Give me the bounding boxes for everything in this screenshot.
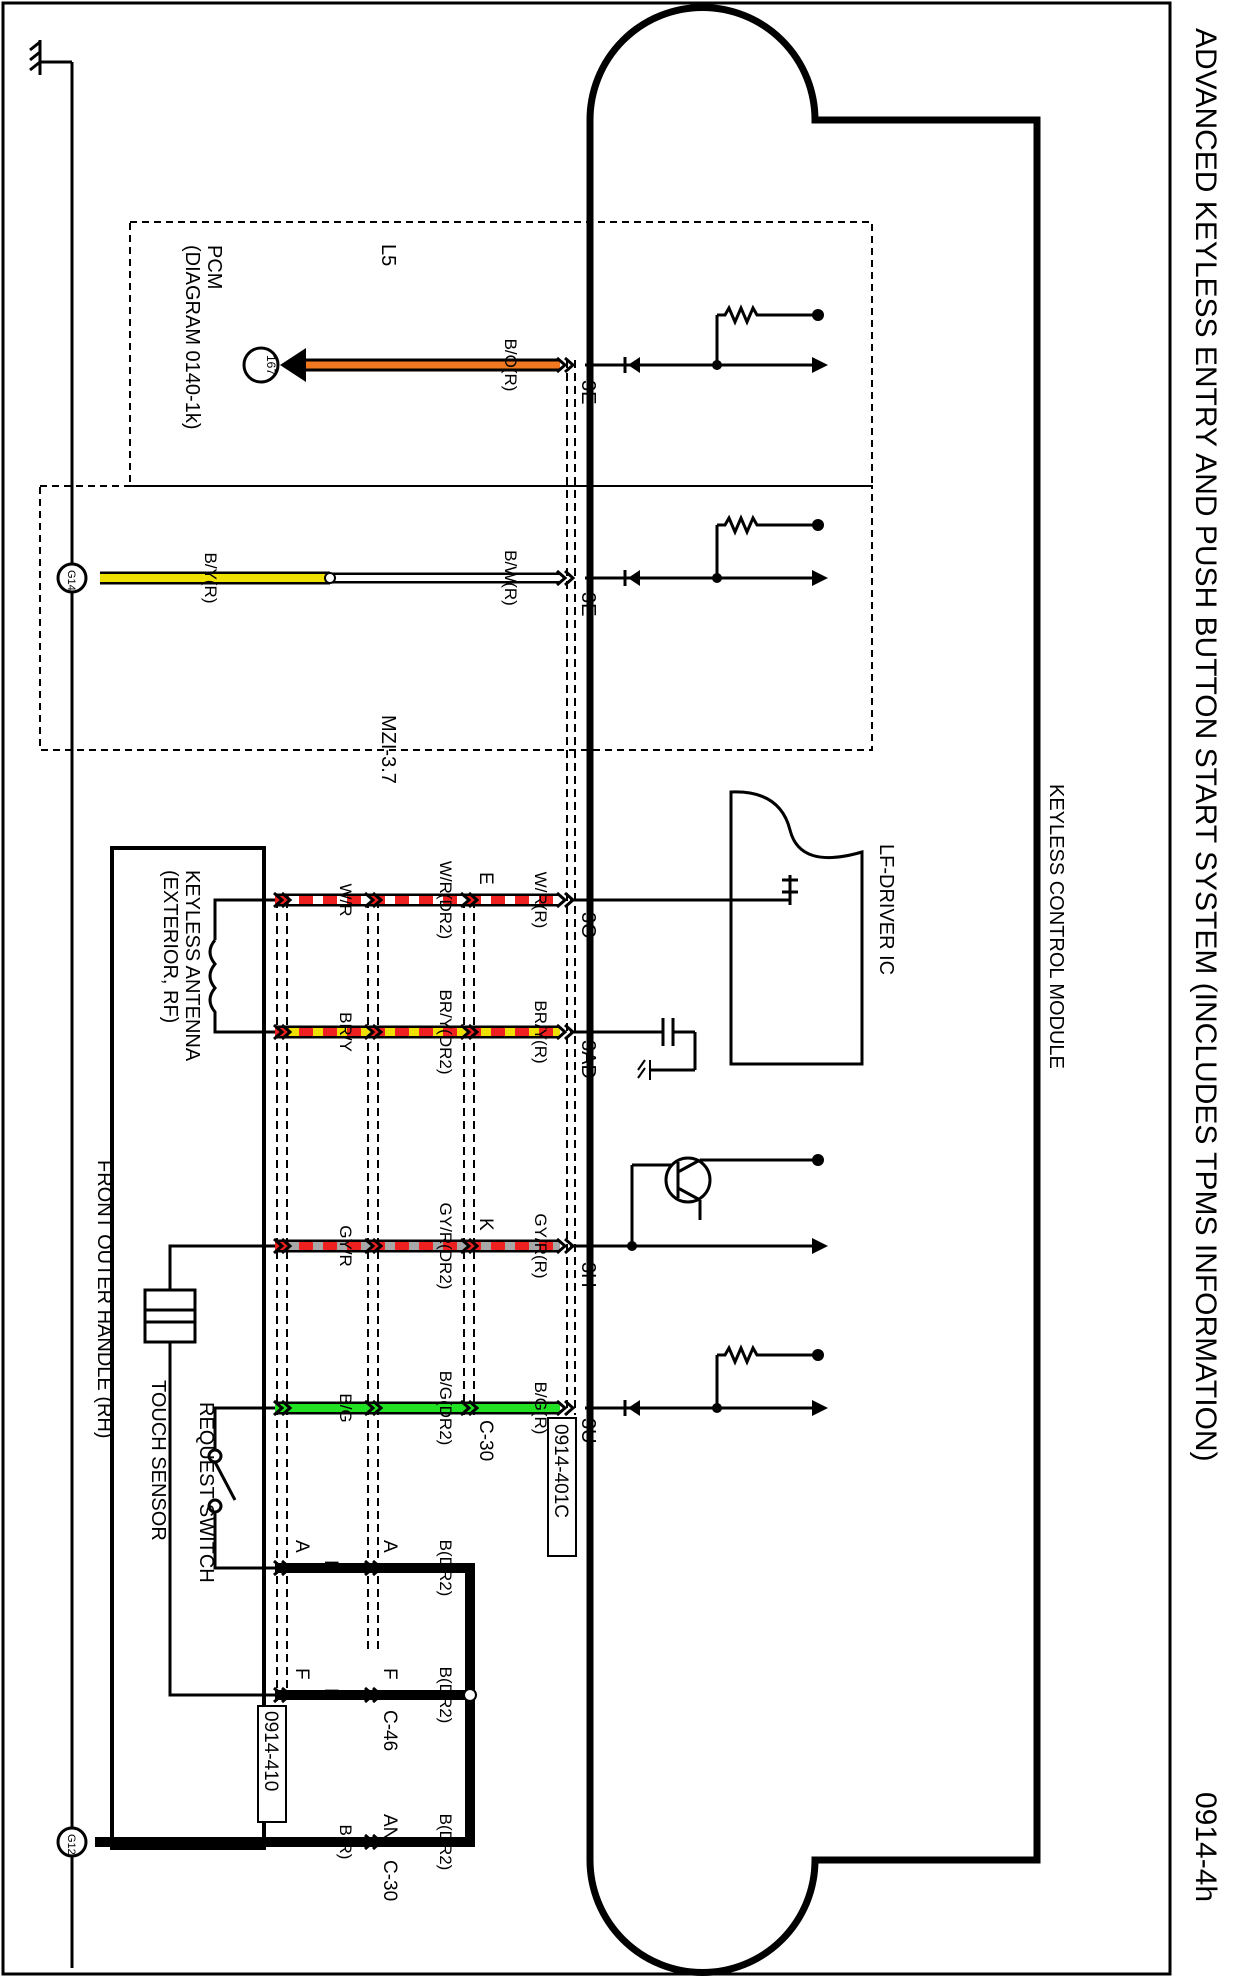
label-bry-dr2: BR/Y(DR2) xyxy=(436,989,455,1074)
connector-c46: C-46 xyxy=(379,1710,400,1751)
label-b-dr2-1: B(DR2) xyxy=(436,1540,455,1597)
label-wr-r: W/R(R) xyxy=(531,872,550,929)
pin-3ad: 3AD xyxy=(577,1040,599,1079)
lf-driver-ic-outline xyxy=(729,790,864,1066)
label-bw-r: B/W(R) xyxy=(501,550,520,606)
g12-circle xyxy=(56,1826,88,1858)
label-bg: B/G xyxy=(336,1393,355,1422)
label-bg-dr2: B/G(DR2) xyxy=(436,1371,455,1446)
pcm-connector-id: 167 xyxy=(264,355,278,375)
pcm-label: PCM xyxy=(203,245,225,289)
front-outer-handle-box xyxy=(110,846,266,1850)
pin-3o: 3O xyxy=(577,912,599,939)
shield-lines xyxy=(276,360,576,1690)
terminal-a1: A xyxy=(291,1540,312,1553)
g14-circle xyxy=(56,562,88,594)
ref-box-handle xyxy=(257,1705,287,1823)
terminal-an: AN xyxy=(379,1814,400,1840)
pcm-connector-circle xyxy=(242,346,280,384)
label-bg-r: B/G(R) xyxy=(531,1382,550,1435)
label-b-dr2-2: B(DR2) xyxy=(436,1667,455,1724)
mzi-label: MZI-3.7 xyxy=(377,715,399,784)
page-border xyxy=(1,1,1172,1976)
ref-handle: 0914-410 xyxy=(260,1711,281,1791)
pin-3e-2: 3E xyxy=(577,592,599,616)
l5-dashed-area xyxy=(129,221,873,487)
internal-circuit-3e-2 xyxy=(585,516,828,586)
label-gyr-r: GY/R(R) xyxy=(531,1213,550,1278)
lf-driver-ic-label: LF-DRIVER IC xyxy=(875,844,897,975)
terminal-f1: F xyxy=(291,1668,312,1680)
label-gyr-dr2: GY/R(DR2) xyxy=(436,1203,455,1290)
connector-c30: C-30 xyxy=(475,1420,496,1461)
handle-label: FRONT OUTER HANDLE (RH) xyxy=(93,1160,115,1439)
terminal-b1: B xyxy=(320,1560,341,1573)
pcm-ref-label: (DIAGRAM 0140-1k) xyxy=(181,245,203,430)
request-switch-label: REQUEST SWITCH xyxy=(195,1402,217,1583)
label-bo-r: B/O(R) xyxy=(501,339,520,392)
antenna-label-1: KEYLESS ANTENNA xyxy=(181,870,203,1062)
ref-box-kcm xyxy=(547,1417,577,1557)
label-wr-dr2: W/R(DR2) xyxy=(436,861,455,939)
label-b-r: B(R) xyxy=(336,1825,355,1860)
terminal-k: K xyxy=(475,1218,496,1231)
terminal-a2: A xyxy=(379,1540,400,1553)
terminal-b2: B xyxy=(320,1688,341,1701)
label-by-r: B/Y(R) xyxy=(201,553,220,604)
antenna-coil xyxy=(208,898,262,1034)
label-b-dr2-3: B(DR2) xyxy=(436,1814,455,1871)
internal-circuit-3ad xyxy=(570,1018,697,1080)
diagram-code: 0914-4h xyxy=(1189,1792,1222,1902)
ref-kcm: 0914-401C xyxy=(550,1424,571,1518)
pin-3e-1: 3E xyxy=(577,380,599,404)
internal-circuit-3e-1 xyxy=(585,306,828,373)
request-switch xyxy=(207,1406,262,1570)
terminal-f2: F xyxy=(379,1668,400,1680)
pcm-arrow xyxy=(280,348,306,382)
internal-circuit-3u xyxy=(585,1346,828,1416)
g14-label: G14 xyxy=(65,570,77,591)
g12-label: G12 xyxy=(65,1834,77,1855)
chassis-ground-symbol xyxy=(29,40,72,75)
kcm-label: KEYLESS CONTROL MODULE xyxy=(1045,784,1067,1069)
antenna-label-2: (EXTERIOR, RF) xyxy=(159,870,181,1023)
mzi-dashed-area xyxy=(39,485,873,751)
label-wr: W/R xyxy=(336,883,355,916)
pin-3u: 3U xyxy=(577,1418,599,1444)
touch-sensor xyxy=(143,1244,262,1697)
diagram-title: ADVANCED KEYLESS ENTRY AND PUSH BUTTON S… xyxy=(1189,28,1222,1462)
touch-sensor-label: TOUCH SENSOR xyxy=(147,1380,169,1541)
label-bry-r: BR/Y(R) xyxy=(531,1000,550,1063)
keyless-control-module-outline xyxy=(586,4,1041,1976)
label-gyr: GY/R xyxy=(336,1225,355,1267)
internal-circuit-3h xyxy=(570,1154,828,1254)
driver-symbol xyxy=(782,875,798,905)
l5-label: L5 xyxy=(377,244,399,266)
label-bry: BR/Y xyxy=(336,1012,355,1052)
terminal-e: E xyxy=(475,872,496,885)
pin-3h: 3H xyxy=(577,1262,599,1288)
connector-c30b: C-30 xyxy=(379,1860,400,1901)
